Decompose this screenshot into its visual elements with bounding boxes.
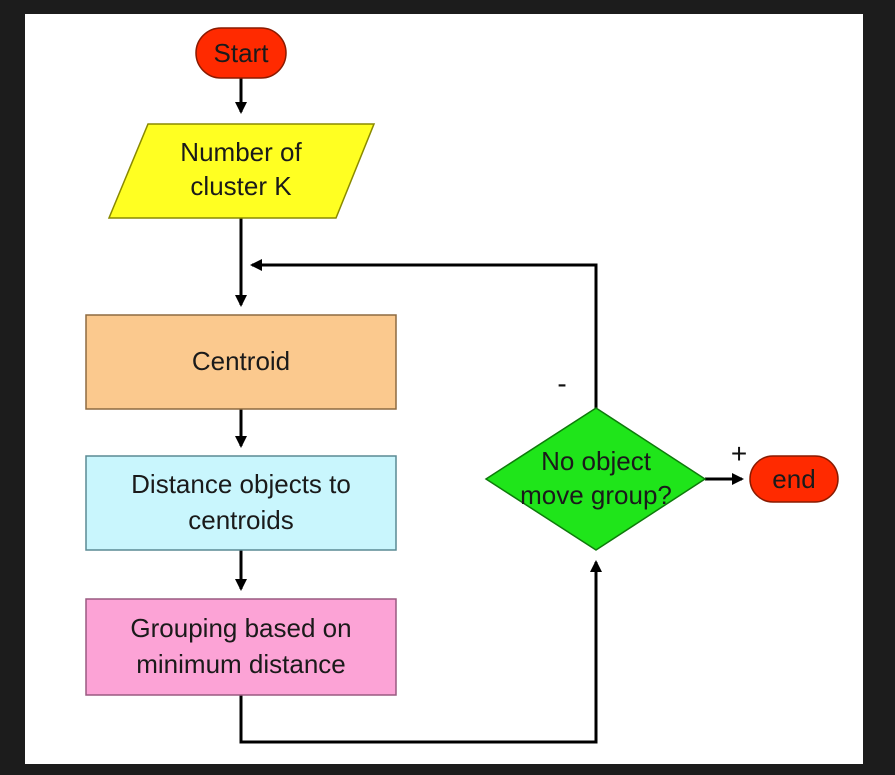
no-branch-label: -: [557, 368, 566, 399]
end-label: end: [772, 464, 815, 494]
grouping-label-line2: minimum distance: [136, 649, 346, 679]
decision-label-line1: No object: [541, 446, 652, 476]
centroid-label: Centroid: [192, 346, 290, 376]
input-node: Number of cluster K: [107, 123, 376, 219]
connectors: [235, 78, 744, 744]
grouping-node: Grouping based on minimum distance: [85, 598, 397, 696]
input-label-line2: cluster K: [190, 171, 292, 201]
distance-label-line1: Distance objects to: [131, 469, 351, 499]
distance-label-line2: centroids: [188, 505, 294, 535]
end-node: end: [749, 455, 839, 503]
input-label-line1: Number of: [180, 137, 302, 167]
start-label: Start: [214, 38, 270, 68]
centroid-node: Centroid: [85, 314, 397, 410]
decision-node: No object move group?: [484, 407, 707, 551]
yes-branch-label: +: [731, 438, 747, 469]
arrow-grouping-to-decision: [239, 560, 602, 744]
grouping-label-line1: Grouping based on: [130, 613, 351, 643]
decision-label-line2: move group?: [520, 480, 672, 510]
start-node: Start: [195, 27, 287, 79]
distance-node: Distance objects to centroids: [85, 455, 397, 551]
arrow-decision-loop-back: [250, 259, 598, 408]
